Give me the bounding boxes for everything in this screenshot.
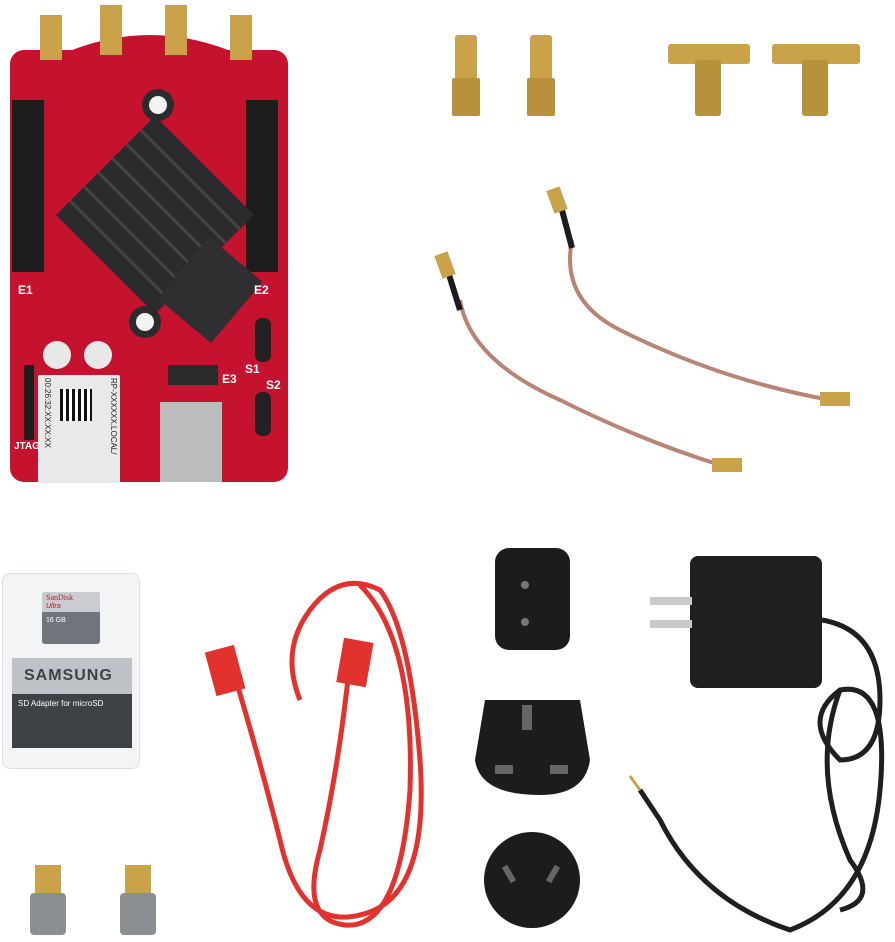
label-jtag: JTAG — [14, 441, 40, 452]
microsd-card-label-band — [42, 592, 100, 612]
label-s1: S1 — [245, 362, 260, 376]
adapter-text: SD Adapter for microSD — [18, 699, 104, 708]
usb-c-charger — [628, 556, 885, 933]
module-hostname: RP-XXXXXX.LOCAL/ — [109, 378, 118, 455]
sma-adapters — [452, 35, 860, 116]
label-e3: E3 — [222, 372, 237, 386]
red-pitaya-board — [10, 5, 288, 482]
bnc-adapters — [30, 865, 156, 935]
label-e1: E1 — [18, 283, 33, 297]
sma-connectors-top — [40, 5, 252, 60]
coax-cables — [434, 186, 850, 472]
sd-capacity: 16 GB — [46, 617, 66, 624]
header-e1 — [12, 100, 44, 272]
label-s2: S2 — [266, 378, 281, 392]
adapter-brand: SAMSUNG — [24, 667, 113, 684]
sd-adapter-label-band — [12, 658, 132, 694]
sd-brand: SanDisk — [46, 593, 74, 602]
qr-code — [60, 389, 92, 421]
header-e2 — [246, 100, 278, 272]
module-mac: 00:26:32:XX:XX:XX — [43, 378, 52, 448]
sd-line: Ultra — [46, 603, 61, 610]
label-e2: E2 — [254, 283, 269, 297]
plug-adapters — [475, 548, 590, 928]
ethernet-cable — [204, 580, 424, 928]
